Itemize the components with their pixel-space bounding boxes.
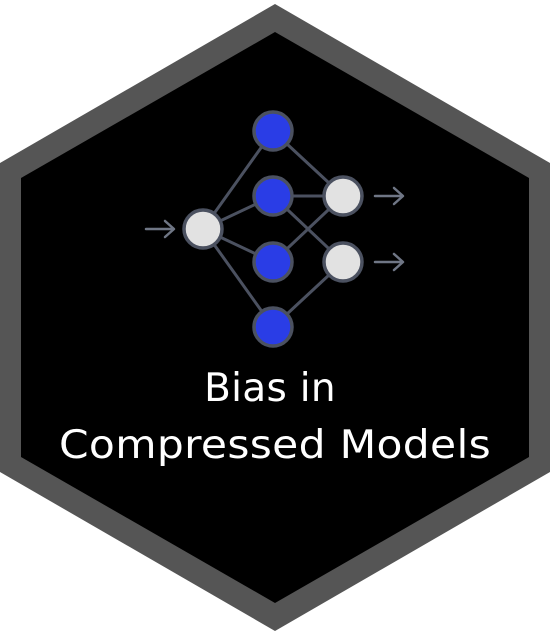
- hidden-node: [252, 306, 294, 348]
- arrow-right-icon: [373, 186, 405, 206]
- title-line-2: Compressed Models: [59, 423, 491, 468]
- hidden-node: [252, 175, 294, 217]
- title-line-1: Bias in: [204, 366, 336, 411]
- output-node: [322, 175, 364, 217]
- hidden-node: [252, 241, 294, 283]
- output-node: [322, 241, 364, 283]
- arrow-right-icon: [373, 252, 405, 272]
- neural-network-icon: [144, 110, 405, 348]
- input-node: [182, 208, 224, 250]
- arrow-right-icon: [144, 219, 176, 239]
- network-nodes: [182, 110, 364, 348]
- hidden-node: [252, 110, 294, 152]
